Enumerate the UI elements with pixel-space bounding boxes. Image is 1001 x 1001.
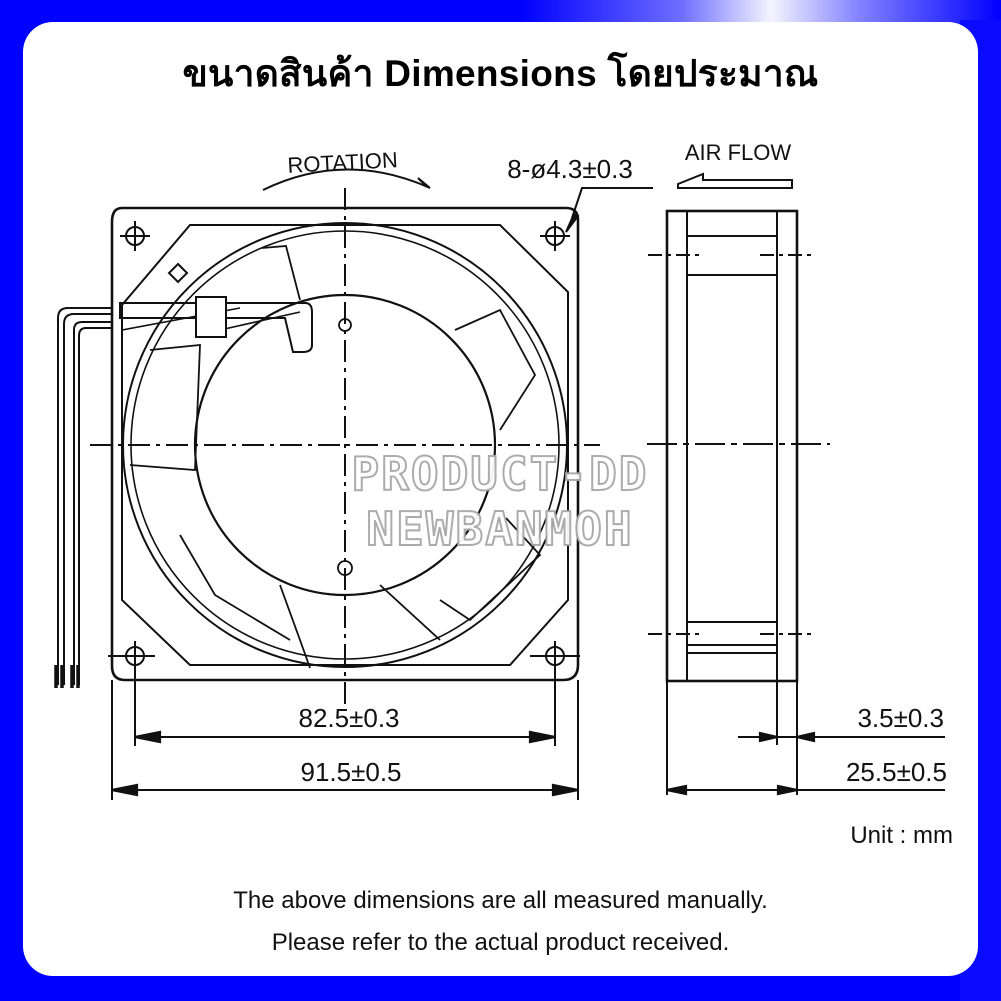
front-view: ROTATION 8-ø4.3±0.3 82.5±0.3 91.5±0.5 bbox=[54, 147, 653, 800]
watermark-line-1: PRODUCT-DD bbox=[351, 446, 649, 502]
hole-spec-label: 8-ø4.3±0.3 bbox=[507, 154, 633, 184]
watermark-line-2: NEWBANMOH bbox=[365, 501, 634, 557]
lead-wires bbox=[54, 307, 112, 688]
outer-dimension-label: 91.5±0.5 bbox=[300, 757, 401, 787]
depth-dimension-label: 25.5±0.5 bbox=[846, 757, 947, 787]
disclaimer-line-1: The above dimensions are all measured ma… bbox=[233, 887, 768, 914]
airflow-label: AIR FLOW bbox=[685, 140, 792, 165]
disclaimer-line-2: Please refer to the actual product recei… bbox=[271, 929, 730, 956]
content-card bbox=[23, 22, 978, 976]
side-view: AIR FLOW 3.5±0.3 25.5±0.5 bbox=[647, 140, 947, 796]
flange-dimension-label: 3.5±0.3 bbox=[857, 703, 944, 733]
inner-dimension-label: 82.5±0.3 bbox=[298, 703, 399, 733]
rotation-label: ROTATION bbox=[287, 147, 399, 178]
page-title: ขนาดสินค้า Dimensions โดยประมาณ bbox=[182, 53, 819, 94]
unit-label: Unit : mm bbox=[850, 822, 953, 849]
